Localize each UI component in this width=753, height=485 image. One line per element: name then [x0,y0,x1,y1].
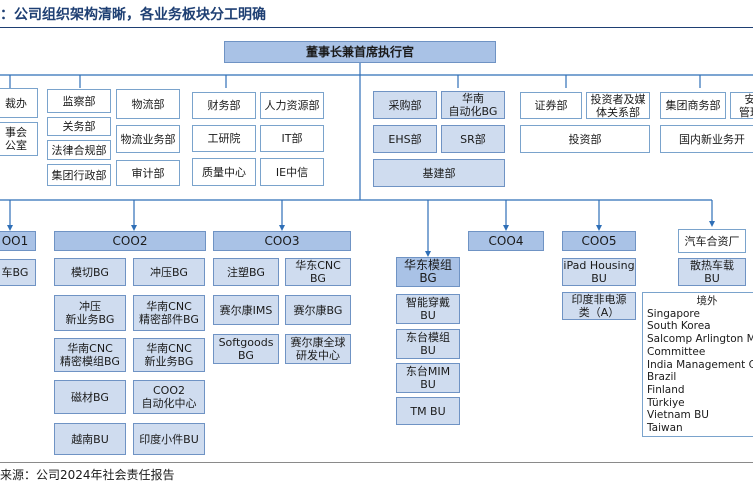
overseas-item: Vietnam BU [647,409,709,422]
title-divider [0,27,753,28]
bu-box: 印度非电源 类（A） [562,292,636,320]
bu-box: 车BG [0,259,36,286]
dept-box: 集团商务部 [660,92,726,119]
bu-box: 华东模组 BG [396,257,460,287]
bu-box: 华南CNC 精密模组BG [54,338,126,372]
dept-box: 事会 公室 [0,122,38,156]
dept-box: 投资部 [520,125,650,153]
dept-box: 财务部 [192,92,256,119]
dept-box: 投资者及媒 体关系部 [586,92,650,119]
dept-box: EHS部 [373,125,437,153]
bu-box: 东台模组 BU [396,329,460,359]
dept-box: 法律合规部 [47,140,111,160]
bu-box: 散热车载 BU [678,258,746,286]
dept-box: IE中信 [260,158,324,186]
dept-box: 证券部 [520,92,582,119]
bu-box: 智能穿戴 BU [396,294,460,324]
dept-box: 国内新业务开 [660,125,753,153]
overseas-box: 境外 Singapore South Korea Salcomp Arlingt… [642,292,753,437]
bu-box: 越南BU [54,423,126,455]
bu-box: iPad Housing BU [562,258,636,286]
bu-box: Softgoods BG [213,334,279,364]
coo3-header: COO3 [213,231,351,251]
footer-divider [0,462,753,463]
overseas-item: Brazil [647,371,677,384]
bu-box: 模切BG [54,258,126,286]
coo5-header: COO5 [562,231,636,251]
bu-box: 华南CNC 精密部件BG [133,295,205,331]
ceo-box: 董事长兼首席执行官 [224,41,496,63]
bu-box: 冲压 新业务BG [54,295,126,331]
overseas-item: South Korea [647,320,711,333]
dept-box: 质量中心 [192,158,256,186]
bu-box: 华东CNC BG [285,258,351,286]
overseas-title: 境外 [696,295,718,307]
dept-box: IT部 [260,125,324,152]
source-note: 来源：公司2024年社会责任报告 [0,468,175,482]
bu-box: 汽车合资厂 [678,229,746,253]
overseas-item: Salcomp Arlington Ma [647,333,753,346]
bu-box: 赛尔康BG [285,295,351,325]
overseas-item: Committee [647,345,706,358]
dept-box: 集团行政部 [47,164,111,186]
dept-box: 采购部 [373,91,437,119]
bu-box: COO2 自动化中心 [133,380,205,414]
dept-box: 安 管理 [730,92,753,119]
overseas-item: India Management Co [647,358,753,371]
dept-box: 基建部 [373,159,505,187]
overseas-item: Singapore [647,307,700,320]
dept-box: 监察部 [47,89,111,113]
coo2-header: COO2 [54,231,206,251]
dept-box: 工研院 [192,125,256,152]
bu-box: 冲压BG [133,258,205,286]
coo1-header: OO1 [0,231,36,251]
dept-box: 关务部 [47,117,111,136]
overseas-item: Finland [647,383,685,396]
overseas-item: Taiwan [647,422,683,435]
dept-box: 物流业务部 [116,125,180,153]
bu-box: 赛尔康全球 研发中心 [285,334,351,364]
bu-box: 注塑BG [213,258,279,286]
bu-box: 磁材BG [54,380,126,414]
overseas-item: Türkiye [647,396,685,409]
bu-box: 华南CNC 新业务BG [133,338,205,372]
coo4-header: COO4 [468,231,544,251]
bu-box: 赛尔康IMS [213,295,279,325]
bu-box: TM BU [396,397,460,425]
page-title: ：公司组织架构清晰，各业务板块分工明确 [0,7,266,23]
dept-box: 物流部 [116,89,180,119]
bu-box: 东台MIM BU [396,363,460,393]
bu-box: 印度小件BU [133,423,205,455]
dept-box: 裁办 [0,88,38,118]
dept-box: SR部 [441,125,505,153]
dept-box: 华南 自动化BG [441,91,505,119]
dept-box: 人力资源部 [260,92,324,119]
dept-box: 审计部 [116,160,180,186]
